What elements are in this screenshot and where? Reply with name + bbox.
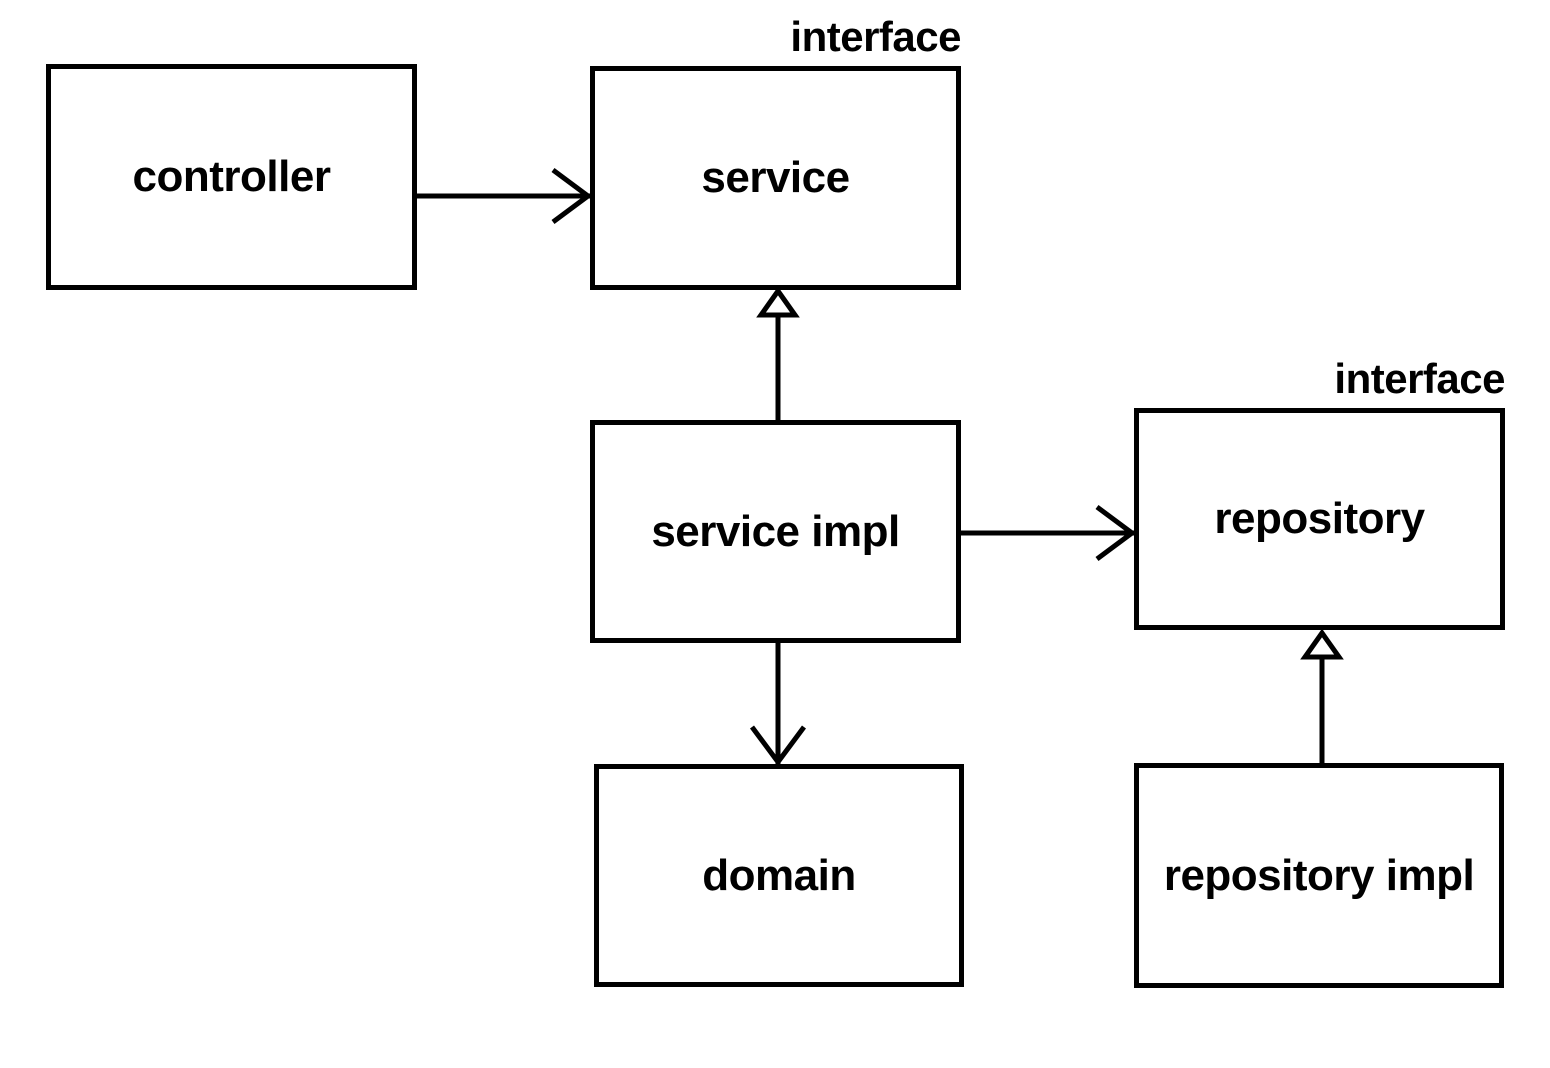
edge-repository-impl-to-repository bbox=[1300, 628, 1344, 763]
node-label-service-impl: service impl bbox=[651, 506, 900, 556]
node-domain[interactable]: domain bbox=[594, 764, 964, 987]
node-controller[interactable]: controller bbox=[46, 64, 417, 290]
hollow-triangle-arrowhead-icon bbox=[756, 286, 800, 318]
node-label-controller: controller bbox=[132, 152, 331, 201]
edge-service-impl-to-service bbox=[756, 286, 800, 420]
node-repository-impl[interactable]: repository impl bbox=[1134, 763, 1504, 988]
edge-service-impl-to-repository bbox=[961, 504, 1137, 562]
stereotype-label-service: interface bbox=[790, 13, 961, 60]
node-service-impl[interactable]: service impl bbox=[590, 420, 961, 643]
hollow-triangle-arrowhead-icon bbox=[1300, 628, 1344, 660]
open-arrowhead-icon bbox=[749, 725, 807, 767]
open-arrowhead-icon bbox=[1095, 504, 1137, 562]
stereotype-label-repository: interface bbox=[1334, 355, 1505, 402]
node-service[interactable]: service bbox=[590, 66, 961, 290]
open-arrowhead-icon bbox=[551, 167, 593, 225]
edge-controller-to-service bbox=[417, 167, 593, 225]
node-label-domain: domain bbox=[702, 850, 856, 900]
node-label-repository: repository bbox=[1214, 494, 1425, 543]
edge-service-impl-to-domain bbox=[749, 643, 807, 767]
node-repository[interactable]: repository bbox=[1134, 408, 1505, 630]
node-label-service: service bbox=[701, 153, 850, 202]
node-label-repository-impl: repository impl bbox=[1163, 850, 1475, 900]
